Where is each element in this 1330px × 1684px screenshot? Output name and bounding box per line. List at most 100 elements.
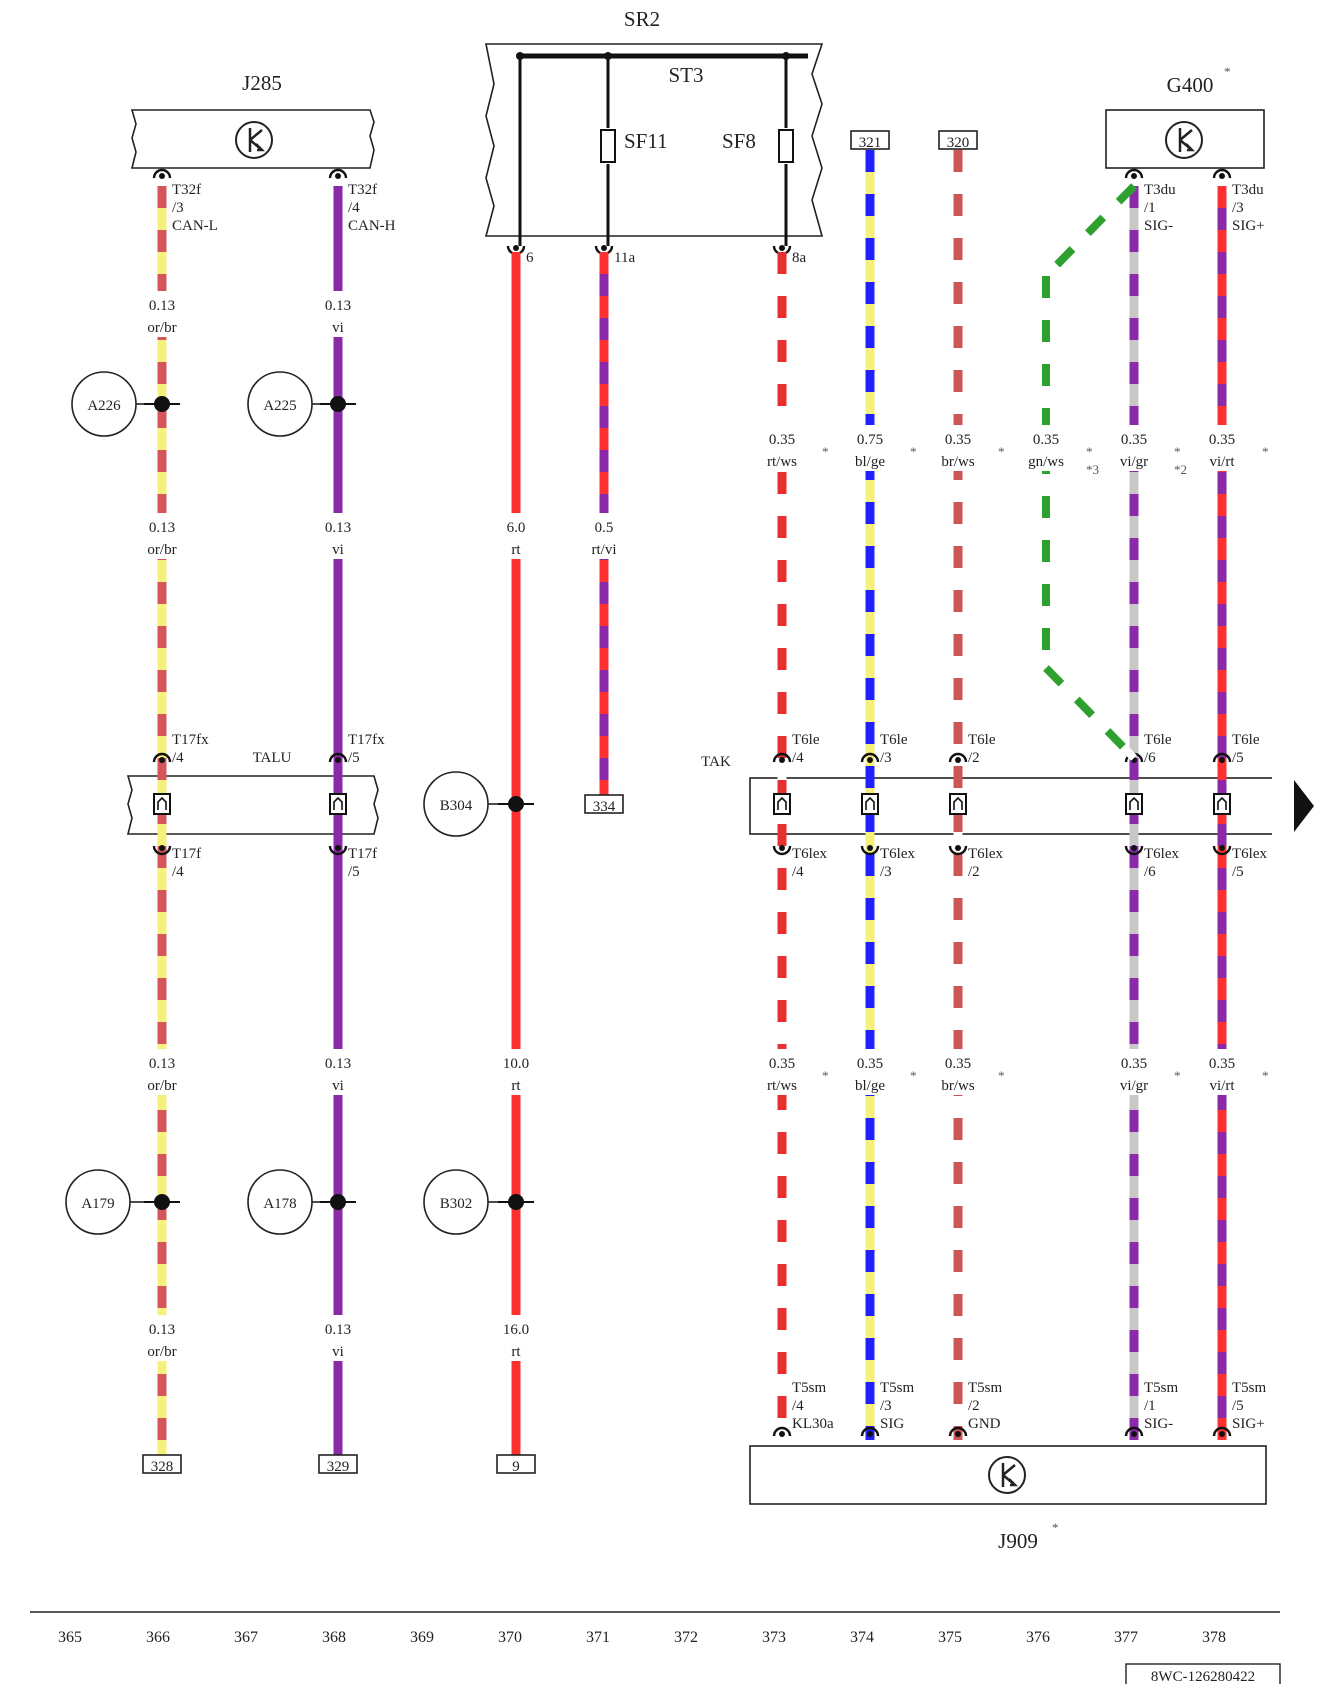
w366-seg1-color: or/br (147, 542, 176, 558)
w366-seg0-bg (134, 291, 190, 337)
footer-code: 8WC-126280422 (1151, 1669, 1255, 1684)
column-number: 373 (762, 1629, 786, 1646)
w368-splice0-label: A225 (263, 398, 296, 414)
w378-seg0-color: vi/rt (1210, 454, 1236, 470)
w378-top-pin-dot (1219, 173, 1225, 179)
w378-seg0-bg (1194, 425, 1250, 471)
w378-seg0-size: 0.35 (1209, 432, 1235, 448)
w371-seg0-bg (576, 513, 632, 559)
w368-seg1-bg (310, 513, 366, 559)
w373-seg0-bg (754, 425, 810, 471)
column-number: 368 (322, 1629, 346, 1646)
w366-talu-pin-dot (159, 757, 165, 763)
w377-seg0-size: 0.35 (1121, 432, 1147, 448)
w366-ref-label: 328 (151, 1459, 174, 1475)
w370-conn-top-0: 6 (526, 250, 534, 266)
w370-seg2-bg (488, 1315, 544, 1361)
w375-seg0-size: 0.35 (945, 432, 971, 448)
column-number: 378 (1202, 1629, 1226, 1646)
w366-mid-top-1: /4 (172, 750, 184, 766)
w378-top-pin (1212, 168, 1232, 179)
w370-seg0-bg (488, 513, 544, 559)
w377-seg1-bg (1106, 1049, 1162, 1095)
w373-mid-bot-0: T6lex (792, 846, 827, 862)
w377-seg0-note: * (1174, 444, 1181, 459)
w378-j909-pin-dot (1219, 1431, 1225, 1437)
w377-mid-bot-1: /6 (1144, 864, 1156, 880)
w374-seg0-note: * (910, 444, 917, 459)
w374-seg0-color: bl/ge (855, 454, 885, 470)
w378-seg0-note: * (1262, 444, 1269, 459)
w377-j909-pin (1124, 1426, 1144, 1437)
j909-symbol-icon (987, 1455, 1027, 1495)
w366-seg0-size: 0.13 (149, 298, 175, 314)
w368-seg1-color: vi (332, 542, 344, 558)
sr2-label: SR2 (624, 7, 660, 31)
w373-seg1-note: * (822, 1068, 829, 1083)
w375-seg0-note: * (998, 444, 1005, 459)
column-number: 377 (1114, 1629, 1138, 1646)
w370-splice1-label: B302 (440, 1196, 473, 1212)
w374-seg0-bg (842, 425, 898, 471)
w368-mid-bot-0: T17f (348, 846, 377, 862)
w366-splice1-label: A179 (81, 1196, 114, 1212)
w366-seg1-size: 0.13 (149, 520, 175, 536)
w378-conn-bot-1: /5 (1232, 1398, 1244, 1414)
w374-tak-pin-bot-dot (867, 845, 873, 851)
w373-seg1-size: 0.35 (769, 1056, 795, 1072)
w376-seg0-note: * (1086, 444, 1093, 459)
w378-seg1-color: vi/rt (1210, 1078, 1236, 1094)
w375-conn-bot-1: /2 (968, 1398, 980, 1414)
w366-conn-top-2: CAN-L (172, 218, 218, 234)
w368-seg2-bg (310, 1049, 366, 1095)
w373-conn-top-0: 8a (792, 250, 807, 266)
w378-conn-bot-0: T5sm (1232, 1380, 1267, 1396)
w368-seg1-size: 0.13 (325, 520, 351, 536)
w373-tak-pin (772, 752, 792, 763)
w377-conn-top-2: SIG- (1144, 218, 1173, 234)
w375-seg1-color: br/ws (941, 1078, 974, 1094)
w366-ref-box (142, 1454, 182, 1474)
w374-j909-pin-dot (867, 1431, 873, 1437)
w366-splice0-circle (71, 371, 137, 437)
column-number: 370 (498, 1629, 522, 1646)
w368-seg2-color: vi (332, 1078, 344, 1094)
w374-mid-bot-1: /3 (880, 864, 892, 880)
w370-seg0-size: 6.0 (507, 520, 526, 536)
column-number: 371 (586, 1629, 610, 1646)
w370-ref-label: 9 (512, 1459, 520, 1475)
w368-seg3-bg (310, 1315, 366, 1361)
wires-layer: T32f/3CAN-L0.13or/br0.13or/br0.13or/br0.… (65, 130, 1269, 1475)
w366-seg3-color: or/br (147, 1344, 176, 1360)
st3-label: ST3 (668, 63, 703, 87)
w377-footnote: *2 (1174, 462, 1187, 477)
w377-top-pin-dot (1131, 173, 1137, 179)
w375-mid-top-0: T6le (968, 732, 996, 748)
w368-ref-box (318, 1454, 358, 1474)
w368-top-pin-dot (335, 173, 341, 179)
w378-conn-bot-2: SIG+ (1232, 1416, 1265, 1432)
w375-seg0-bg (930, 425, 986, 471)
j285-label: J285 (242, 71, 282, 95)
w368-mid-bot-1: /5 (348, 864, 360, 880)
w377-j909-pin-dot (1131, 1431, 1137, 1437)
w368-top-pin (328, 168, 348, 179)
w371-seg0-size: 0.5 (595, 520, 614, 536)
w375-conn-bot-2: GND (968, 1416, 1001, 1432)
w373-seg0-size: 0.35 (769, 432, 795, 448)
w368-talu-pin-bot-dot (335, 845, 341, 851)
w375-seg0-color: br/ws (941, 454, 974, 470)
w373-seg0-note: * (822, 444, 829, 459)
w378-tak-pin (1212, 752, 1232, 763)
w377-mid-top-1: /6 (1144, 750, 1156, 766)
w368-seg3-size: 0.13 (325, 1322, 351, 1338)
footer-code-box (1125, 1663, 1281, 1684)
w374-seg1-size: 0.35 (857, 1056, 883, 1072)
w378-j909-pin (1212, 1426, 1232, 1437)
w370-seg2-color: rt (511, 1344, 521, 1360)
w378-conn-top-1: /3 (1232, 200, 1244, 216)
w371-top-pin-dot (601, 245, 607, 251)
w373-conn-bot-1: /4 (792, 1398, 804, 1414)
w375-seg1-note: * (998, 1068, 1005, 1083)
j909-note: * (1052, 1520, 1059, 1535)
